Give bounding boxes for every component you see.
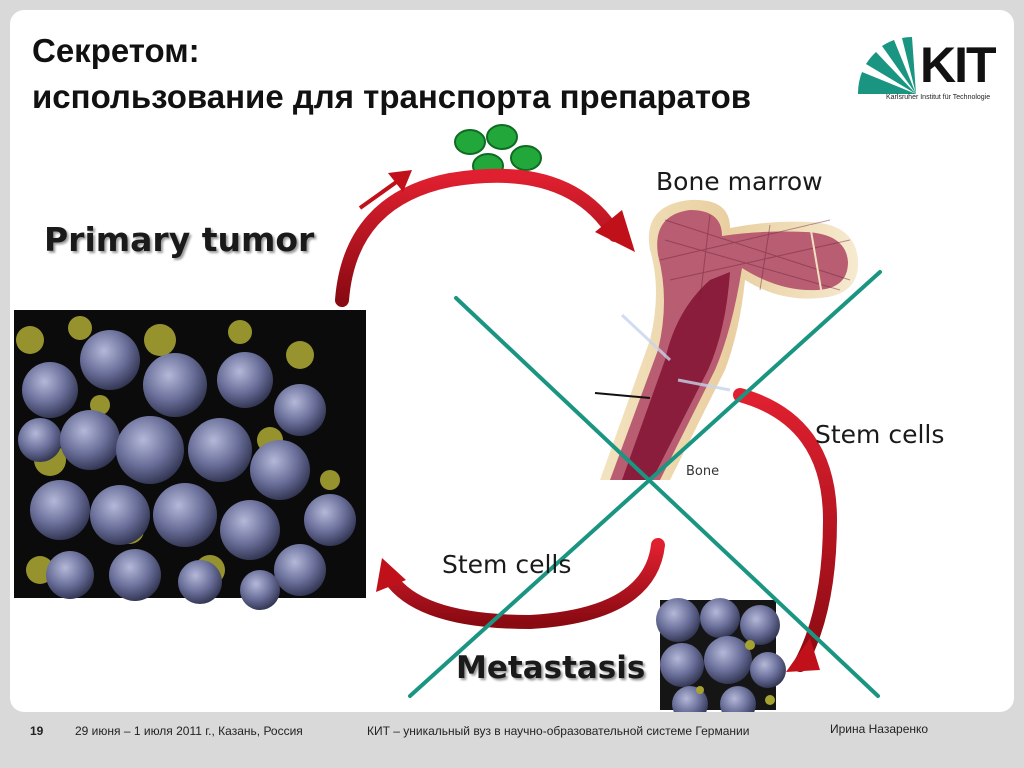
page-title: Секретом: использование для транспорта п… bbox=[32, 28, 751, 120]
kit-logo-icon bbox=[857, 37, 916, 94]
footer-kit-slogan: КИТ – уникальный вуз в научно-образовате… bbox=[367, 724, 750, 738]
curved-arrow-icon bbox=[335, 168, 838, 672]
slide: Секретом: использование для транспорта п… bbox=[10, 10, 1014, 712]
footer-author: Ирина Назаренко bbox=[830, 722, 929, 736]
primary-tumor-label: Primary tumor bbox=[44, 220, 315, 259]
metastasis-label: Metastasis bbox=[456, 650, 646, 686]
slide-footer: 19 29 июня – 1 июля 2011 г., Казань, Рос… bbox=[0, 712, 1024, 768]
cross-out-icon bbox=[408, 270, 882, 698]
kit-logo-subtitle: Karlsruher Institut für Technologie bbox=[886, 94, 991, 101]
stem-cells-label-bottom: Stem cells bbox=[442, 550, 572, 579]
footer-date-location: 29 июня – 1 июля 2011 г., Казань, Россия bbox=[75, 724, 303, 738]
bone-marrow-label: Bone marrow bbox=[656, 167, 823, 196]
metastasis-photo bbox=[656, 598, 786, 712]
page-number: 19 bbox=[30, 724, 44, 738]
title-line-2: использование для транспорта препаратов bbox=[32, 78, 752, 115]
bone-illustration bbox=[594, 199, 859, 480]
bone-label: Bone bbox=[686, 464, 720, 479]
tumor-photo bbox=[14, 310, 366, 610]
diagram-artwork bbox=[14, 124, 882, 712]
stem-cells-label-right: Stem cells bbox=[815, 420, 945, 449]
kit-logo-text: KIT bbox=[920, 37, 997, 93]
title-line-1: Секретом: bbox=[32, 32, 200, 69]
